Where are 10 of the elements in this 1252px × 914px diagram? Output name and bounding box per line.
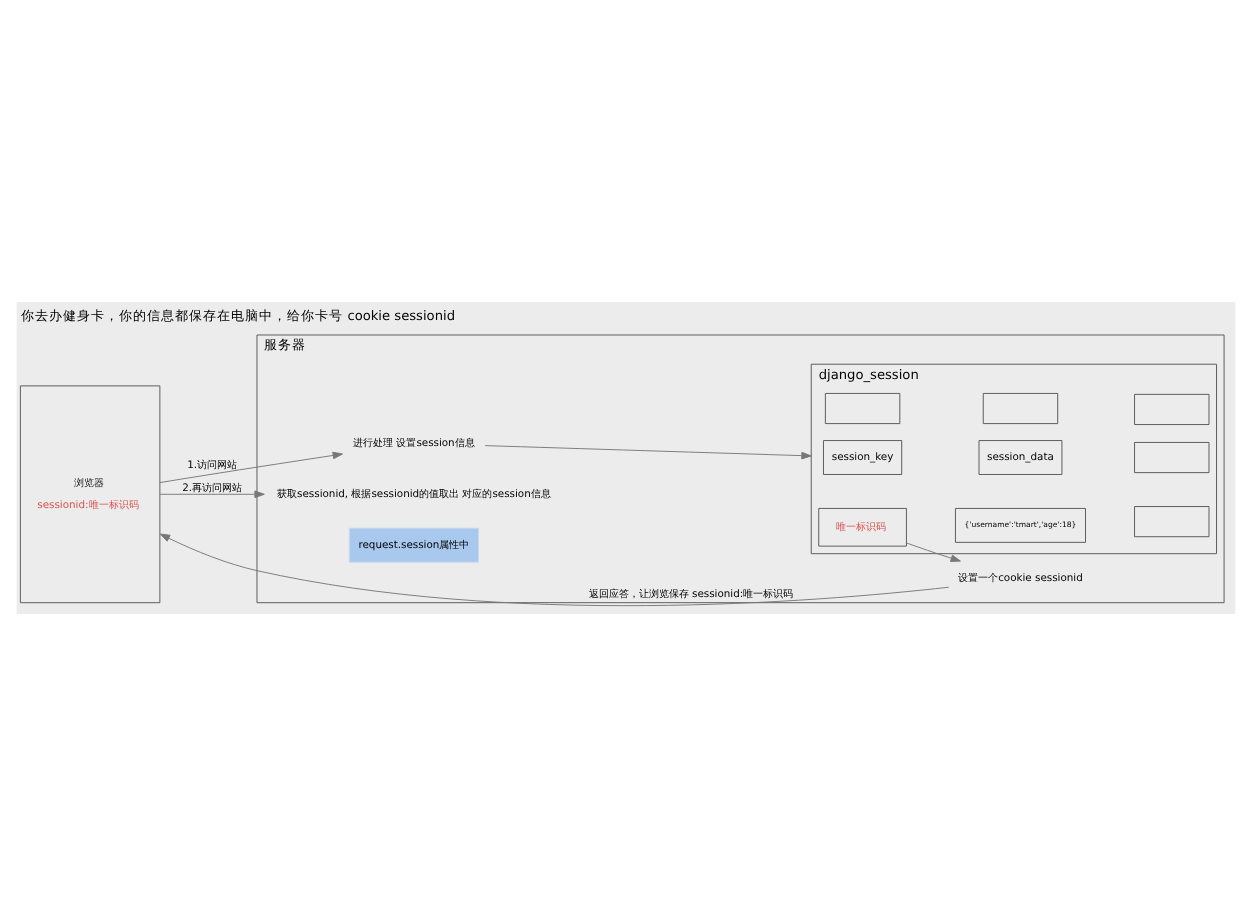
node-box: [1134, 392, 1210, 424]
node-box: [982, 391, 1059, 424]
node-box: [1134, 505, 1210, 537]
arrow: [159, 450, 343, 483]
node-box: [824, 391, 901, 424]
arrow: [906, 541, 961, 561]
node-box: [1134, 440, 1210, 473]
arrow: [484, 444, 812, 459]
arrow: [159, 532, 950, 606]
arrow: [159, 489, 265, 498]
